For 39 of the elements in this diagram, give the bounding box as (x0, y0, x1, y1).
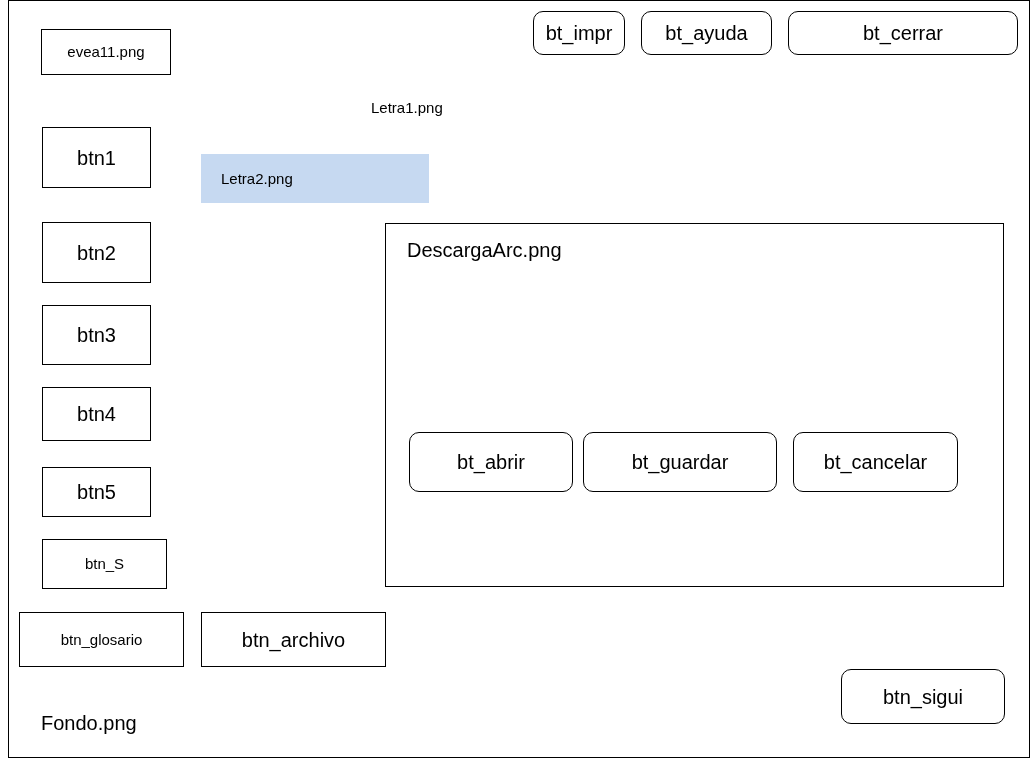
node-label: bt_ayuda (665, 21, 748, 45)
dialog-panel (385, 223, 1004, 587)
node-label: bt_cerrar (863, 21, 943, 45)
node-label: btn_archivo (241, 627, 346, 652)
node-label: evea11.png (67, 43, 145, 61)
button (42, 127, 151, 188)
node-label: btn3 (77, 323, 116, 347)
button (409, 432, 573, 492)
node-label: Letra2.png (221, 169, 293, 188)
node-label: bt_abrir (457, 450, 525, 474)
button (533, 11, 625, 55)
button (42, 305, 151, 365)
button (42, 387, 151, 441)
button (42, 467, 151, 517)
node-label: bt_cancelar (823, 450, 928, 474)
button (41, 29, 171, 75)
button (641, 11, 772, 55)
node-label: btn5 (77, 480, 116, 504)
button (19, 612, 184, 667)
button (201, 612, 386, 667)
button (788, 11, 1018, 55)
button (583, 432, 777, 492)
node-label: DescargaArc.png (407, 238, 562, 262)
button (42, 539, 167, 589)
node-label: btn1 (77, 145, 116, 170)
image-label: Letra1.png (371, 99, 443, 116)
node-label: btn_sigui (882, 684, 964, 709)
button (793, 432, 958, 492)
node-label: btn2 (77, 240, 116, 265)
node-label: bt_guardar (631, 450, 729, 474)
screen-frame (8, 0, 1030, 758)
button (841, 669, 1005, 724)
node-label: btn4 (77, 402, 116, 426)
node-label: btn_glosario (60, 630, 143, 649)
button (42, 222, 151, 283)
highlight-bar (201, 154, 429, 203)
node-label: bt_impr (545, 21, 613, 45)
node-label: Fondo.png (41, 711, 137, 735)
node-label: btn_S (84, 555, 125, 573)
